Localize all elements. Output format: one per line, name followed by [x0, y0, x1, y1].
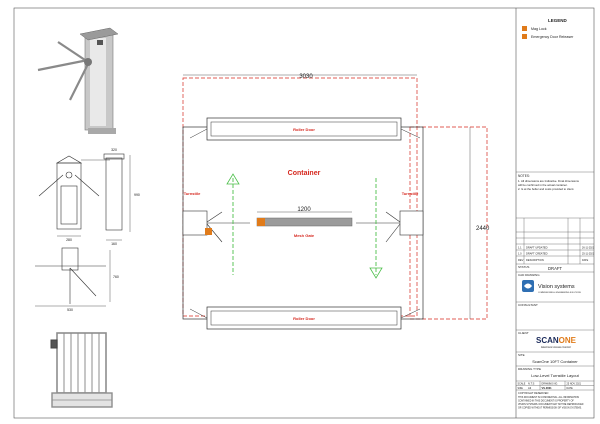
dim-elev-height: 990 [134, 193, 140, 197]
legend-item-release: Emergency Door Releaser [531, 35, 574, 39]
turnstile-left-body [182, 210, 208, 236]
notes-heading: NOTES: [518, 174, 530, 178]
rev-row-2-date: 25-11-2021 [582, 253, 595, 256]
drawing-type-heading: DRAWING TYPE [518, 367, 541, 371]
cad-heading: CAD DRAWING [518, 273, 540, 277]
client-brand: SCANONE [536, 336, 577, 345]
copyright-line-2: CONTAINED IN THIS DOCUMENT IS PROPERTY O… [518, 400, 574, 403]
roller-door-bottom-label: Roller Door [293, 316, 315, 321]
client-heading: CLIENT [518, 331, 529, 335]
copyright-line-4: OR COPIED WITHOUT PERMISSION OF VISION S… [518, 408, 582, 410]
status-heading: STATUS [518, 265, 529, 269]
rev-row-1-rev: 1.1 [518, 246, 522, 250]
copyright-heading: COPYRIGHT RESERVED [518, 391, 548, 395]
size-value: A3 [528, 386, 532, 390]
container-label: Container [288, 170, 321, 177]
site-heading: SITE [518, 353, 525, 357]
copyright-line-3: VISION SYSTEMS. DOCUMENT MAY NOT BE REPR… [518, 403, 584, 406]
scale-value: N.T.S [528, 382, 535, 386]
notes-line-1: 1. All dimensions are Indicative. Final … [518, 179, 580, 183]
notes-line-3: 2. Is at the boller and costs provided t… [518, 187, 574, 191]
rev-row-2-desc: DRAFT CREATED [526, 252, 548, 256]
drawing-type-value: Low-Level Turnstile Layout [531, 373, 579, 378]
rev-header-desc: DESCRIPTION [526, 258, 544, 262]
dim-width-label: 3030 [299, 74, 313, 80]
rev-header-date: DATE [582, 259, 589, 262]
dim-elev-base: 280 [66, 238, 72, 242]
mesh-gate-photo [50, 332, 113, 408]
date-label: DATE [567, 387, 574, 390]
turnstile-top-view [35, 247, 111, 307]
client-brand-scan: SCAN [536, 336, 559, 345]
dim-top-arm: 530 [67, 308, 73, 312]
client-tagline: Electronic Access Control [541, 345, 571, 349]
drawing-no-value: VS-0001 [542, 386, 553, 390]
dim-elev-side: 160 [111, 242, 117, 246]
rev-row-1-desc: DRAFT UPDATED [526, 246, 548, 250]
legend-title: LEGEND [548, 18, 568, 23]
roller-door-top-label: Roller Door [293, 127, 315, 132]
legend-item-maglock: Mag Lock [531, 27, 547, 31]
drawing-no-label: DRAWING NO. [542, 383, 559, 386]
size-label: SIZE [518, 387, 524, 390]
notes-line-2: will be confirmed in the actual containe… [518, 183, 568, 187]
copyright-line-1: THIS DOCUMENT IS CONFIDENTIAL. ALL INFOR… [518, 396, 579, 399]
scale-label: SCALE [518, 383, 526, 386]
date-value: 25 NOV 2021 [567, 383, 582, 386]
turnstile-right-label: Turnstile [402, 191, 419, 196]
mesh-gate-label: Mesh Gate [294, 233, 315, 238]
dim-gate-label: 1200 [297, 207, 311, 213]
turnstile-right-body [399, 210, 424, 236]
title-block [516, 171, 594, 391]
dim-depth-label: 2440 [476, 226, 490, 232]
turnstile-front-elevation [38, 155, 110, 237]
rev-row-1-date: 26-11-2021 [582, 247, 595, 250]
rev-header-rev: REV [518, 258, 524, 262]
site-value: ScanOne 10FT Container [532, 359, 578, 364]
cad-brand: Vision systems [538, 284, 575, 290]
status-value: DRAFT [548, 266, 562, 271]
client-brand-one: ONE [559, 336, 577, 345]
container-plan: 3030 2440 Roller Door Roller Door Contai… [182, 74, 490, 330]
cad-tagline: COMMISSIONING & ENGINEERING SOLUTIONS [538, 292, 581, 294]
mag-lock-marker [205, 228, 212, 235]
mesh-gate-bar [256, 217, 353, 227]
emergency-release-marker [257, 218, 265, 226]
dim-top-side: 760 [113, 275, 119, 279]
legend-swatch-maglock [522, 26, 527, 31]
consultant-heading: CONSULTANT [518, 303, 538, 307]
rev-row-2-rev: 1.0 [518, 252, 522, 256]
turnstile-photo [37, 27, 119, 134]
turnstile-left-label: Turnstile [184, 191, 201, 196]
turnstile-side-elevation [103, 153, 131, 241]
dim-elev-top: 320 [111, 148, 117, 152]
legend-swatch-release [522, 34, 527, 39]
